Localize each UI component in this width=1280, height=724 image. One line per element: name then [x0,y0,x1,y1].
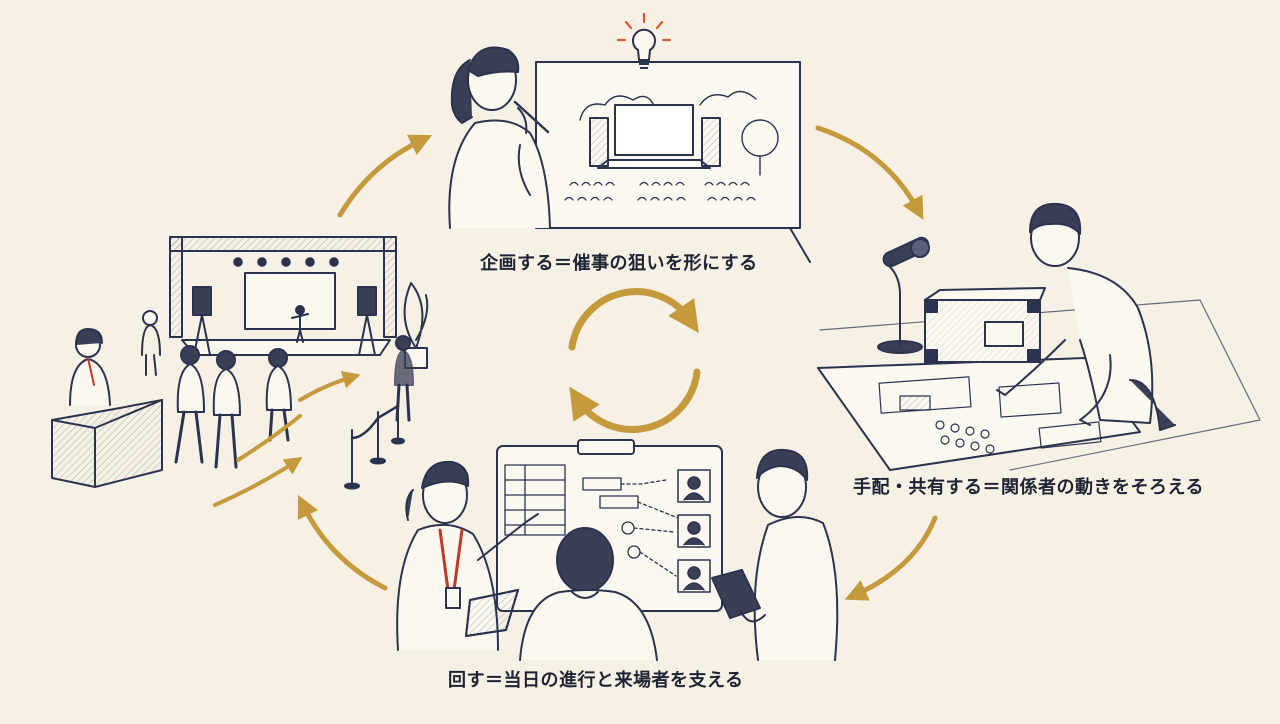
label-operate: 回す＝当日の進行と来場者を支える [448,670,744,691]
reception-desk [51,399,163,488]
operator-man-back [519,527,658,661]
label-plan: 企画する＝催事の狙いを形にする [480,253,758,274]
cycle-arrows-icon [568,288,701,433]
arrow-operate-to-stage [297,494,388,591]
arranging-scene [817,202,1261,471]
planned-stage-screen [614,104,694,156]
planned-audience-seats [564,181,756,201]
staff-photos [677,469,711,593]
cycle-flow-arrows [297,125,938,601]
operator-man-tablet [711,448,839,661]
microphone-icon [877,236,930,354]
flight-case-icon [924,287,1046,363]
stage-truss-top [169,236,397,252]
queue-stanchions [344,399,405,490]
label-arrange: 手配・共有する＝関係者の動きをそろえる [853,477,1204,498]
operator-woman [396,460,539,651]
arrow-plan-to-arrange [815,125,924,220]
planning-scene [448,46,811,263]
floor-guide-arrows [213,370,361,507]
arrow-arrange-to-operate [844,515,938,601]
operating-scene [396,439,839,661]
arranging-man [996,202,1176,431]
planner-woman [448,46,551,229]
event-stage-scene [51,236,429,490]
visitors-line [141,310,414,469]
lightbulb-icon [616,12,672,69]
arrow-stage-to-plan [337,134,433,218]
stage-screen [244,272,336,330]
